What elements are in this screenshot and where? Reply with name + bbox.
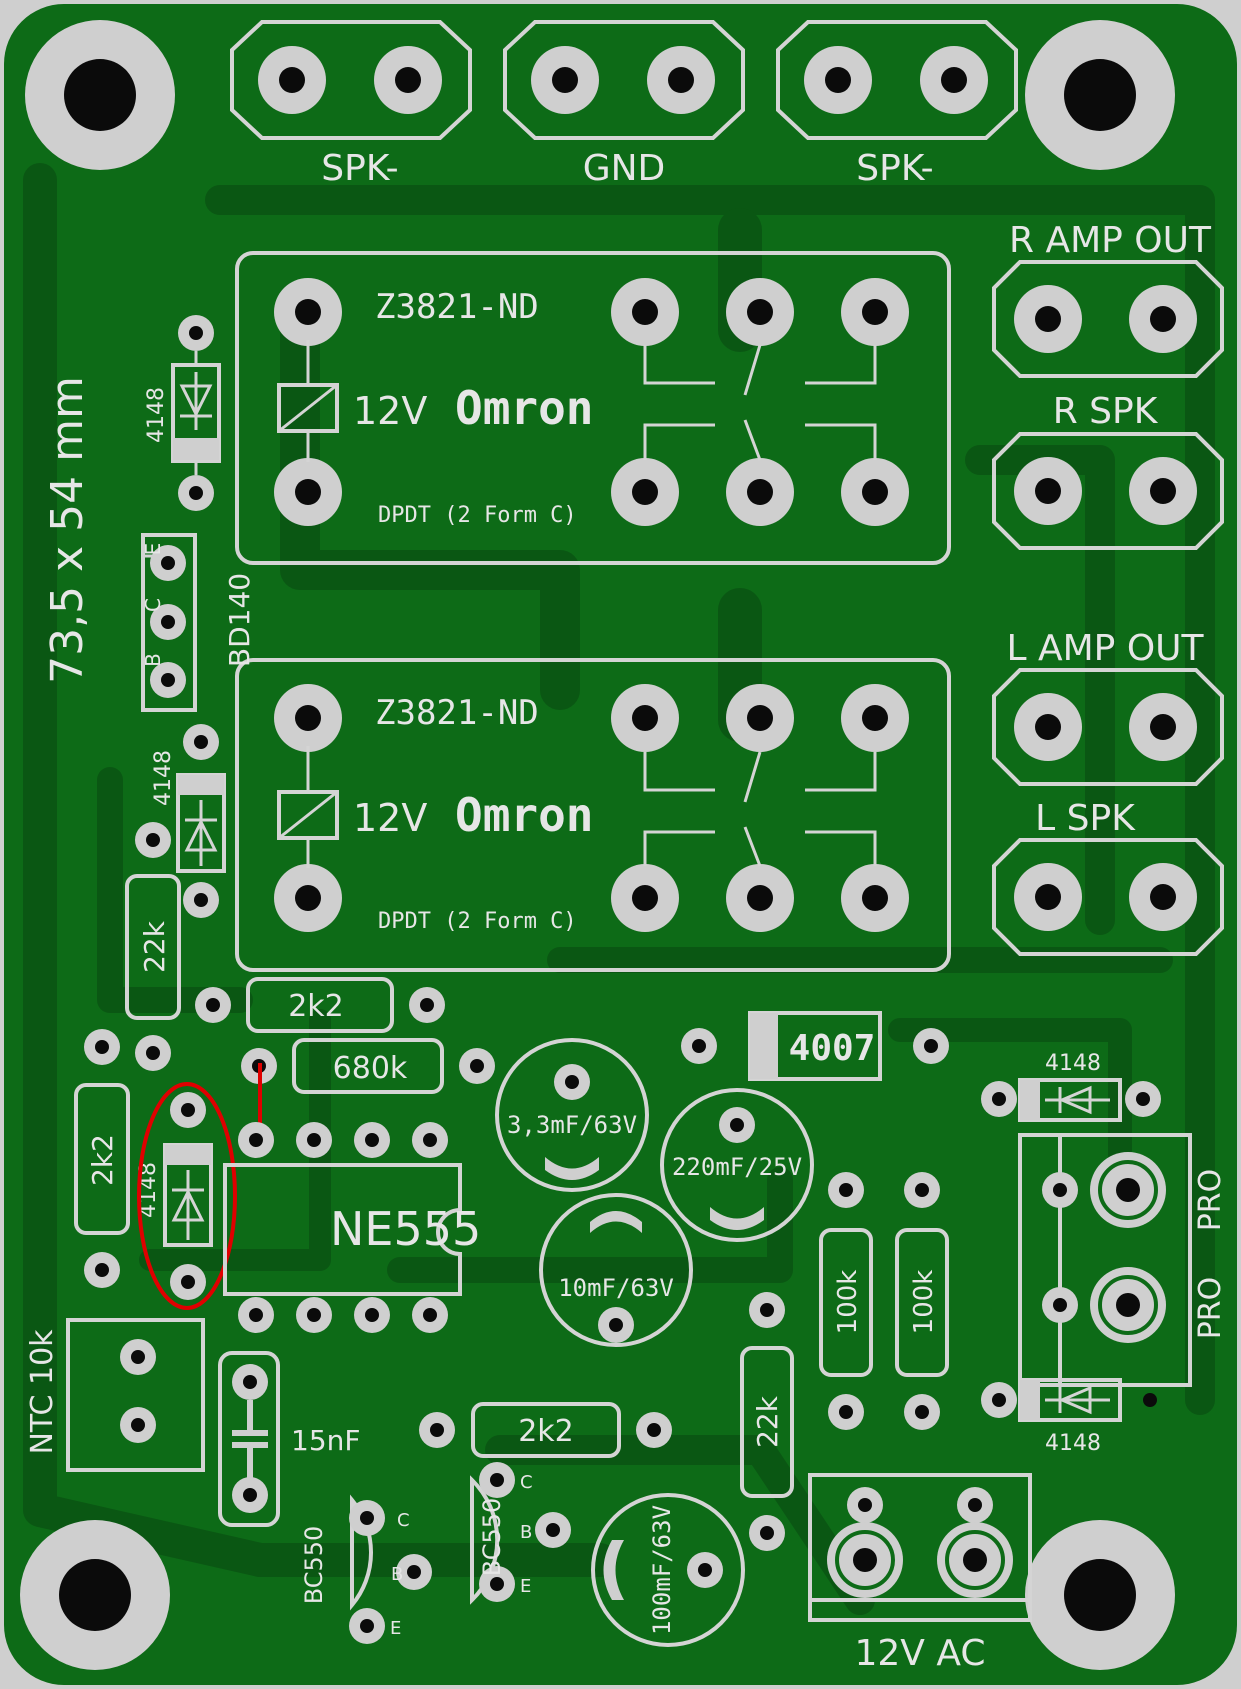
relay-2-brand: Omron xyxy=(455,788,593,842)
label-12v-ac: 12V AC xyxy=(854,1633,985,1674)
bc550-1-pin-b: B xyxy=(391,1564,403,1585)
capacitor-10mf: 10mF/63V xyxy=(539,1193,693,1347)
diode-highlighted: 4148 xyxy=(136,1082,237,1310)
ic-ne555: NE555 xyxy=(223,1122,481,1333)
mounting-holes xyxy=(20,20,1175,1670)
label-spk-left: SPK- xyxy=(321,148,398,189)
cap-100mf-label: 100mF/63V xyxy=(648,1505,676,1635)
relay-1-brand: Omron xyxy=(455,381,593,435)
label-pro-bottom: PRO xyxy=(1193,1277,1228,1340)
diode-mid: 4148 xyxy=(151,724,226,918)
resistor-2k2-top: 2k2 xyxy=(195,977,445,1033)
bc550-2-pin-e: E xyxy=(520,1576,531,1597)
bd140-pin-e: E xyxy=(141,543,165,556)
cap-15nf-label: 15nF xyxy=(291,1424,360,1457)
ntc-connector: NTC 10k xyxy=(25,1318,205,1472)
relay-2-part: Z3821-ND xyxy=(375,693,539,733)
label-gnd: GND xyxy=(583,148,666,189)
transistor-bc550-2: C B E BC550 xyxy=(470,1462,571,1605)
diode-right-top-label: 4148 xyxy=(1045,1051,1101,1076)
bc550-2-pin-b: B xyxy=(520,1522,532,1543)
relay-1-type: DPDT (2 Form C) xyxy=(378,503,577,528)
pro-connector: PRO PRO xyxy=(1018,1133,1228,1387)
relay-2: Z3821-ND 12V Omron DPDT (2 Form C) xyxy=(235,658,951,972)
bc550-1-label: BC550 xyxy=(300,1526,328,1605)
relay-2-type: DPDT (2 Form C) xyxy=(378,909,577,934)
label-l-spk: L SPK xyxy=(1035,798,1136,839)
relay-1-voltage: 12V xyxy=(353,389,427,433)
cap-3-3mf-label: 3,3mF/63V xyxy=(507,1111,637,1139)
resistor-100k-b: 100k xyxy=(895,1172,949,1430)
resistor-22k-left-label: 22k xyxy=(138,920,171,973)
mounting-hole-top-right xyxy=(1025,20,1175,170)
resistor-22k-left: 22k xyxy=(125,822,181,1071)
bd140-pin-c: C xyxy=(141,598,165,612)
cap-10mf-label: 10mF/63V xyxy=(558,1274,674,1302)
bc550-1-pin-e: E xyxy=(390,1618,401,1639)
diode-right-bottom-label: 4148 xyxy=(1045,1431,1101,1456)
mounting-hole-bottom-right xyxy=(1025,1520,1175,1670)
capacitor-220mf: 220mF/25V xyxy=(660,1088,814,1242)
resistor-22k-right-label: 22k xyxy=(751,1395,784,1448)
transistor-bc550-1: C B E BC550 xyxy=(300,1494,432,1644)
resistor-680k: 680k xyxy=(241,1038,495,1094)
bc550-2-pin-c: C xyxy=(520,1472,533,1493)
label-r-amp-out: R AMP OUT xyxy=(1009,220,1212,261)
resistor-680k-label: 680k xyxy=(333,1051,408,1086)
relay-1: Z3821-ND 12V Omron DPDT (2 Form C) xyxy=(235,251,951,565)
resistor-100k-a: 100k xyxy=(819,1172,873,1430)
capacitor-100mf: 100mF/63V xyxy=(591,1493,745,1647)
diode-top-label: 4148 xyxy=(144,387,169,443)
resistor-2k2-bottom: 2k2 xyxy=(419,1402,672,1458)
label-pro-top: PRO xyxy=(1193,1169,1228,1232)
resistor-100k-b-label: 100k xyxy=(909,1270,939,1335)
cap-220mf-label: 220mF/25V xyxy=(672,1153,802,1181)
diode-mid-label: 4148 xyxy=(151,750,176,806)
resistor-2k2-bottom-label: 2k2 xyxy=(518,1414,574,1449)
diode-4007-label: 4007 xyxy=(789,1028,876,1069)
speaker-terminals-top: SPK- GND SPK- xyxy=(230,20,1018,189)
copper-traces xyxy=(23,163,1215,1615)
ne555-label: NE555 xyxy=(330,1202,481,1256)
bc550-2-label: BC550 xyxy=(478,1498,506,1577)
mounting-hole-bottom-left xyxy=(20,1520,170,1670)
resistor-2k2-top-label: 2k2 xyxy=(288,989,344,1024)
right-terminals: R AMP OUT R SPK L AMP OUT L SPK xyxy=(992,220,1224,956)
diode-4007: 4007 xyxy=(681,1011,949,1081)
label-dimensions: 73,5 x 54 mm xyxy=(42,376,93,684)
diode-right-bottom: 4148 xyxy=(981,1378,1157,1456)
mounting-hole-top-left xyxy=(25,20,175,170)
bc550-1-pin-c: C xyxy=(397,1510,410,1531)
transistor-bd140: E C B BD140 xyxy=(141,533,256,712)
label-l-amp-out: L AMP OUT xyxy=(1006,628,1204,669)
resistor-2k2-left: 2k2 xyxy=(74,1029,130,1288)
highlight-circle xyxy=(137,1082,237,1310)
resistor-100k-a-label: 100k xyxy=(833,1270,863,1335)
resistor-2k2-left-label: 2k2 xyxy=(86,1134,119,1186)
relay-2-voltage: 12V xyxy=(353,796,427,840)
relay-1-part: Z3821-ND xyxy=(375,287,539,327)
bd140-label: BD140 xyxy=(223,573,256,667)
resistor-22k-right: 22k xyxy=(740,1292,794,1551)
label-spk-right: SPK- xyxy=(856,148,933,189)
terminal-12v-ac: 12V AC xyxy=(808,1473,1032,1674)
label-r-spk: R SPK xyxy=(1053,391,1159,432)
diode-right-top: 4148 xyxy=(981,1051,1161,1122)
label-ntc: NTC 10k xyxy=(25,1329,60,1455)
capacitor-3-3mf: 3,3mF/63V xyxy=(495,1038,649,1192)
bd140-pin-b: B xyxy=(141,653,165,667)
diode-top: 4148 xyxy=(144,315,221,511)
capacitor-15nf: 15nF xyxy=(218,1351,360,1527)
